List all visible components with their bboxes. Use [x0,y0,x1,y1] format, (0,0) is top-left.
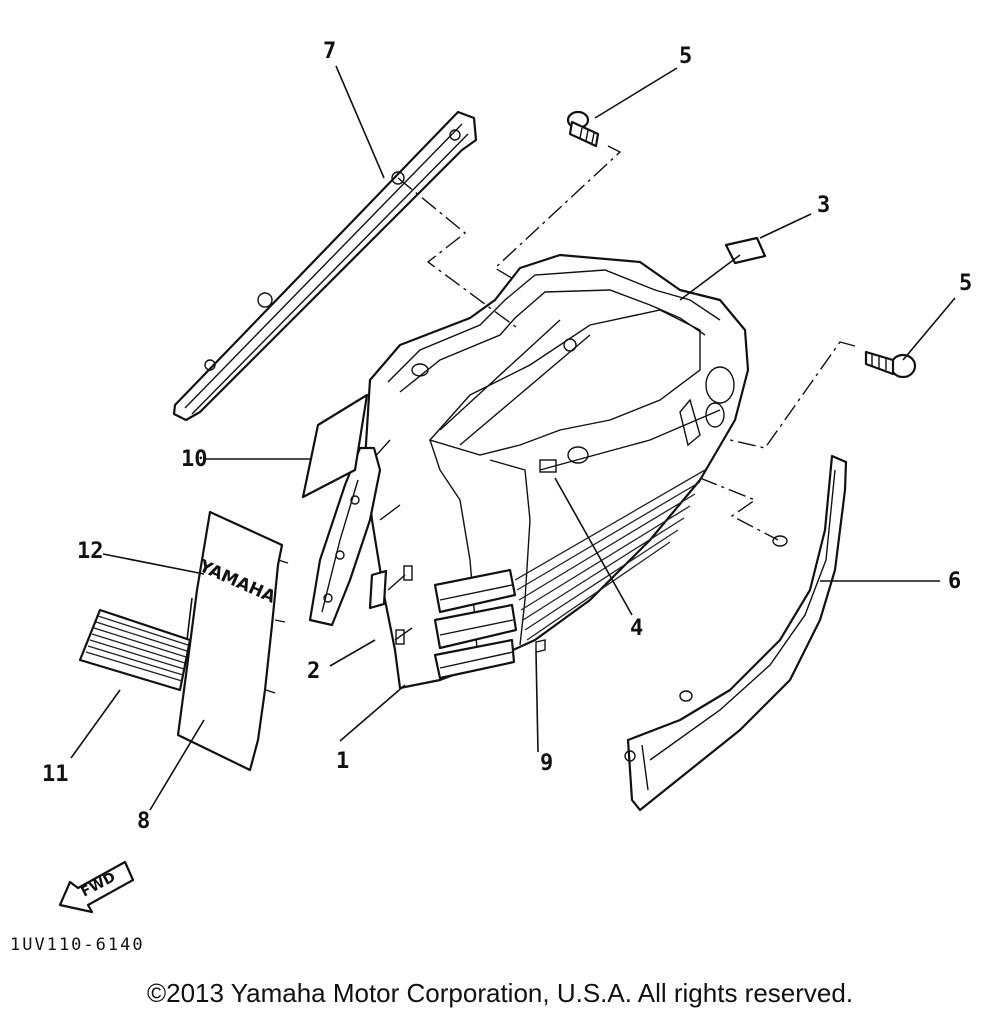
bottom-cowling [363,253,750,690]
callout-4: 4 [630,616,643,641]
inner-bracket-10 [301,393,382,627]
callout-9: 9 [540,751,553,776]
callout-11: 11 [42,762,69,787]
side-panel [624,454,848,812]
callout-10: 10 [181,447,208,472]
callout-3: 3 [817,193,830,218]
assembly-lines [397,145,856,541]
callout-8: 8 [137,809,150,834]
striped-decal [78,608,192,692]
callout-5-right: 5 [959,271,972,296]
callout-12: 12 [77,539,104,564]
callout-1: 1 [336,749,349,774]
callout-6: 6 [948,569,961,594]
callout-numbers: 7 5 3 5 10 12 6 4 2 11 1 9 8 [42,39,972,834]
drawing-code: 1UV110-6140 [10,935,145,955]
bolt-upper [566,110,600,148]
copyright-notice: ©2013 Yamaha Motor Corporation, U.S.A. A… [146,978,854,1008]
fwd-arrow: FWD [58,860,135,914]
bolt-right [864,350,917,379]
callout-5-upper: 5 [679,44,692,69]
small-clip-9 [535,639,546,653]
small-strip-2 [368,569,388,610]
front-panel: YAMAHA [176,510,289,772]
leader-lines [70,65,956,811]
top-cowling-rail [172,110,478,422]
small-label-part [724,236,767,265]
callout-2: 2 [307,659,320,684]
callout-7: 7 [323,39,336,64]
